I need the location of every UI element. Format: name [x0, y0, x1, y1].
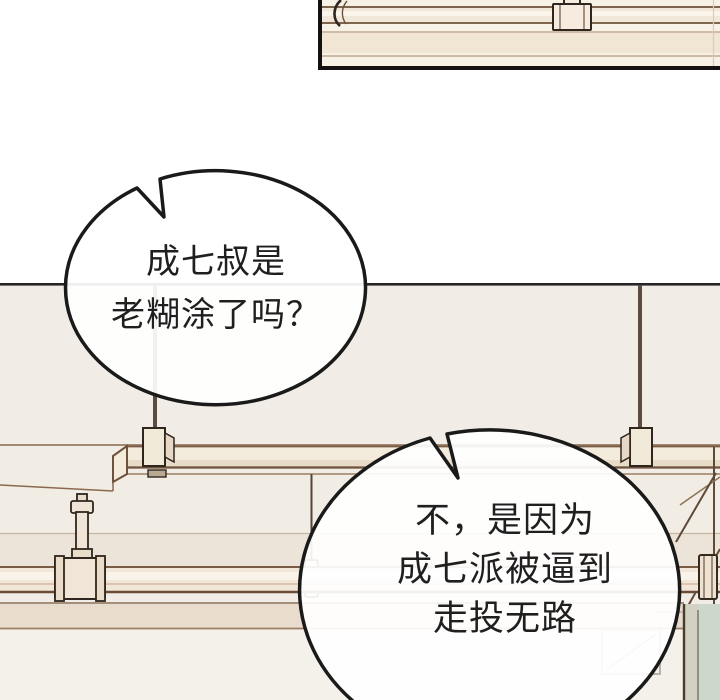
dialogue-line: 成七派被逼到 [396, 550, 613, 589]
hanger-rod-right [638, 285, 642, 428]
dialogue-line: 不，是因为 [414, 501, 595, 540]
pipe-t-joint [552, 0, 592, 31]
bubble-left-text: 成七叔是 老糊涂了吗？ [68, 236, 364, 342]
pipe-coupling [333, 0, 348, 27]
hanger-bracket-right [620, 427, 653, 467]
pipe-coupling-right [698, 554, 718, 600]
speech-bubble-right [297, 428, 682, 700]
top-panel [318, 0, 720, 70]
dialogue-line: 成七叔是 [146, 243, 286, 281]
teal-wall-corner [682, 604, 720, 700]
pipe-valve [54, 493, 106, 602]
dialogue-line: 老糊涂了吗？ [111, 296, 321, 334]
dialogue-line: 走投无路 [432, 599, 577, 638]
hanger-bracket-left [142, 427, 175, 478]
speech-bubble-left [63, 168, 368, 407]
bubble-right-text: 不，是因为 成七派被逼到 走投无路 [355, 496, 655, 643]
